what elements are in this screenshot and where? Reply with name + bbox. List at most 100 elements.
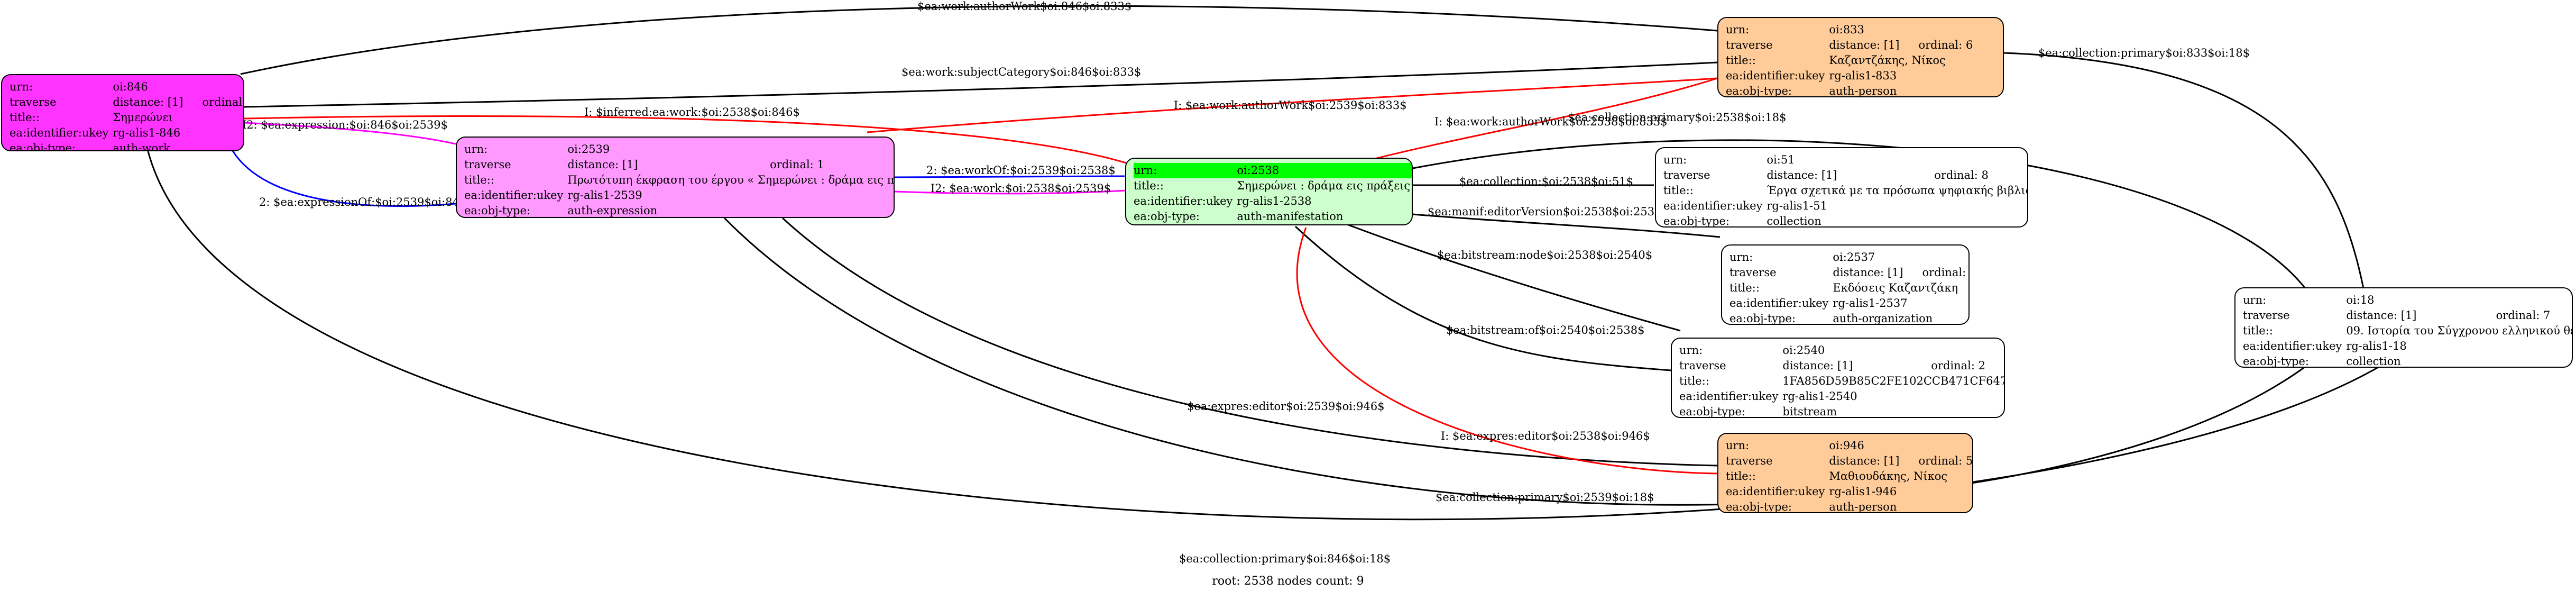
type-value: bitstream — [1782, 405, 1837, 418]
edge-label-e11: I2: $ea:work:$oi:2538$oi:2539$ — [931, 182, 1111, 195]
type-key: ea:obj-type: — [2243, 355, 2309, 368]
ukey-key: ea:identifier:ukey — [1726, 485, 1825, 498]
title-key: title:: — [464, 174, 494, 186]
title-key: title:: — [1134, 179, 1164, 192]
title-value: 09. Ιστορία του Σύγχρονου ελληνικού θεάτ… — [2346, 324, 2572, 337]
edge-label-e8: $ea:collection:primary$oi:833$oi:18$ — [2038, 47, 2250, 59]
edge-label-e17: I: $ea:expres:editor$oi:2538$oi:946$ — [1441, 430, 1650, 442]
edge-line-e4 — [244, 122, 456, 145]
edge-line-e17 — [1296, 227, 1718, 475]
edge-line-e13 — [1412, 213, 1721, 238]
type-value: auth-expression — [567, 204, 658, 217]
title-key: title:: — [2243, 324, 2273, 337]
ukey-key: ea:identifier:ukey — [1729, 297, 1829, 310]
type-value: collection — [2346, 355, 2401, 368]
ukey-value: rg-alis1-946 — [1829, 485, 1897, 498]
title-key: title:: — [1726, 470, 1756, 483]
edge-label-e7: I: $ea:work:authorWork$oi:2538$oi:833$ — [1434, 115, 1668, 128]
title-key: title:: — [1726, 54, 1756, 67]
type-value: auth-manifestation — [1237, 210, 1344, 223]
type-value: auth-organization — [1833, 312, 1933, 325]
urn-value: oi:18 — [2346, 294, 2375, 306]
ordinal-value: ordinal: 3 — [1922, 266, 1969, 279]
ukey-value: rg-alis1-2537 — [1833, 297, 1908, 310]
urn-key: urn: — [1726, 439, 1750, 452]
type-value: auth-work — [113, 142, 170, 151]
ukey-key: ea:identifier:ukey — [2243, 340, 2342, 352]
node-oi-2537[interactable]: urn: oi:2537 traverse distance: [1] ordinal… — [1721, 244, 1970, 325]
title-value: Πρωτότυπη έκφραση του έργου « Σημερώνει … — [567, 174, 895, 186]
type-value: collection — [1767, 215, 1821, 228]
title-key: title:: — [1663, 184, 1694, 197]
traverse-key: traverse — [10, 96, 57, 108]
urn-key: urn: — [1726, 23, 1750, 36]
edge-line-e8 — [2003, 52, 2365, 289]
urn-value: oi:2540 — [1782, 344, 1825, 357]
ukey-key: ea:identifier:ukey — [1134, 195, 1233, 207]
type-key: ea:obj-type: — [1726, 85, 1792, 97]
title-value: Σημερώνει : δράμα εις πράξεις τρεις — [1237, 179, 1412, 192]
title-key: title:: — [1679, 375, 1709, 387]
traverse-key: traverse — [1729, 266, 1777, 279]
urn-value: oi:833 — [1829, 23, 1864, 36]
ukey-value: rg-alis1-833 — [1829, 69, 1897, 82]
title-key: title:: — [1729, 281, 1760, 294]
ukey-value: rg-alis1-18 — [2346, 340, 2407, 352]
ordinal-value: ordinal: 1 — [770, 158, 824, 171]
distance-value: distance: [1] — [2346, 309, 2417, 322]
urn-key: urn: — [1729, 251, 1753, 263]
edge-label-e2: $ea:work:subjectCategory$oi:846$oi:833$ — [901, 66, 1142, 78]
type-key: ea:obj-type: — [1726, 501, 1792, 513]
title-value: Σημερώνει — [113, 111, 173, 124]
edge-label-e18: $ea:collection:primary$oi:2539$oi:18$ — [1436, 491, 1654, 504]
type-key: ea:obj-type: — [1134, 210, 1200, 223]
edge-label-e13: $ea:manif:editorVersion$oi:2538$oi:2537$ — [1428, 205, 1669, 218]
edge-line-e1 — [240, 5, 1718, 75]
distance-value: distance: [1] — [1833, 266, 1903, 279]
title-value: Εκδόσεις Καζαντζάκη — [1833, 281, 1958, 294]
ordinal-value: ordinal: 2 — [1931, 359, 1985, 372]
traverse-key: traverse — [1663, 169, 1710, 181]
distance-value: distance: [1] — [1782, 359, 1853, 372]
traverse-key: traverse — [464, 158, 511, 171]
urn-key: urn: — [1663, 153, 1687, 166]
type-key: ea:obj-type: — [464, 204, 530, 217]
node-oi-2538-root[interactable]: urn:oi:2538 title::Σημερώνει : δράμα εις… — [1125, 158, 1413, 225]
edge-line-e19 — [147, 151, 2380, 521]
ukey-value: rg-alis1-846 — [113, 126, 181, 139]
ukey-key: ea:identifier:ukey — [1726, 69, 1825, 82]
edge-line-e15 — [1294, 225, 1671, 371]
distance-value: distance: [1] — [567, 158, 638, 171]
urn-value: oi:846 — [113, 80, 148, 93]
urn-value: oi:2538 — [1237, 163, 1412, 178]
traverse-key: traverse — [1726, 454, 1773, 467]
title-value: Έργα σχετικά με τα πρόσωπα ψηφιακής βιβλ… — [1767, 184, 2027, 197]
ordinal-value: ordinal: 7 — [2496, 309, 2551, 322]
title-key: title:: — [10, 111, 40, 124]
edge-label-e9: $ea:collection:primary$oi:2538$oi:18$ — [1568, 111, 1787, 124]
edge-line-e3 — [244, 115, 1127, 164]
urn-value: oi:2537 — [1833, 251, 1875, 263]
ukey-key: ea:identifier:ukey — [464, 189, 564, 202]
graph-footer: root: 2538 nodes count: 9 — [1212, 575, 1364, 588]
ordinal-value: ordinal: 6 — [1918, 39, 1973, 51]
ordinal-value: ordinal: 5 — [1918, 454, 1973, 467]
edge-line-e5 — [232, 150, 456, 207]
type-value: auth-person — [1829, 501, 1897, 513]
ordinal-value: ordinal: 4 — [202, 96, 244, 108]
edge-label-e16: $ea:expres:editor$oi:2539$oi:946$ — [1187, 400, 1385, 413]
type-key: ea:obj-type: — [1663, 215, 1729, 228]
edge-label-e19: $ea:collection:primary$oi:846$oi:18$ — [1179, 552, 1391, 565]
ukey-value: rg-alis1-51 — [1767, 199, 1827, 212]
ukey-key: ea:identifier:ukey — [1679, 390, 1779, 403]
edge-line-e10 — [893, 175, 1125, 178]
title-value: Μαθιουδάκης, Νίκος — [1829, 470, 1948, 483]
